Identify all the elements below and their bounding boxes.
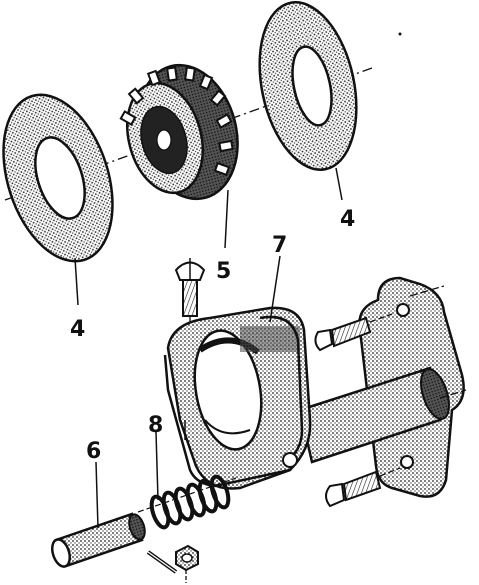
washer-left: [2, 93, 114, 306]
side-bolt-lower: [325, 467, 401, 508]
washer-left-label: 4: [70, 317, 85, 342]
spring-label: 8: [148, 413, 163, 438]
gear: [119, 63, 239, 249]
cotter-pin: [146, 550, 178, 574]
side-bolt-upper: [314, 313, 393, 352]
hex-nut: [175, 544, 199, 572]
bracket-housing: [163, 255, 312, 490]
gear-label: 5: [216, 259, 231, 284]
bracket-shaft: [298, 366, 467, 464]
pin: [50, 461, 146, 568]
pin-label: 6: [86, 439, 101, 464]
washer-right: [258, 1, 358, 201]
bracket-label: 7: [272, 233, 287, 258]
washer-right-label: 4: [340, 207, 355, 232]
spring: [137, 431, 237, 530]
